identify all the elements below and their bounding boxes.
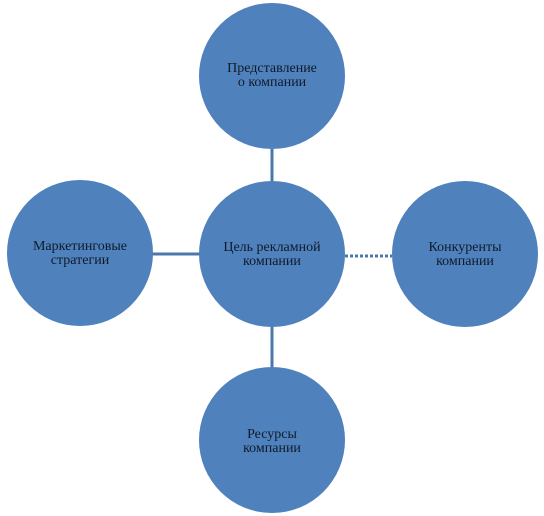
node-right-circle <box>392 181 538 327</box>
node-center-circle <box>199 181 345 327</box>
node-top-circle <box>199 3 345 149</box>
node-bottom-circle <box>199 367 345 513</box>
node-left-circle <box>7 180 153 326</box>
